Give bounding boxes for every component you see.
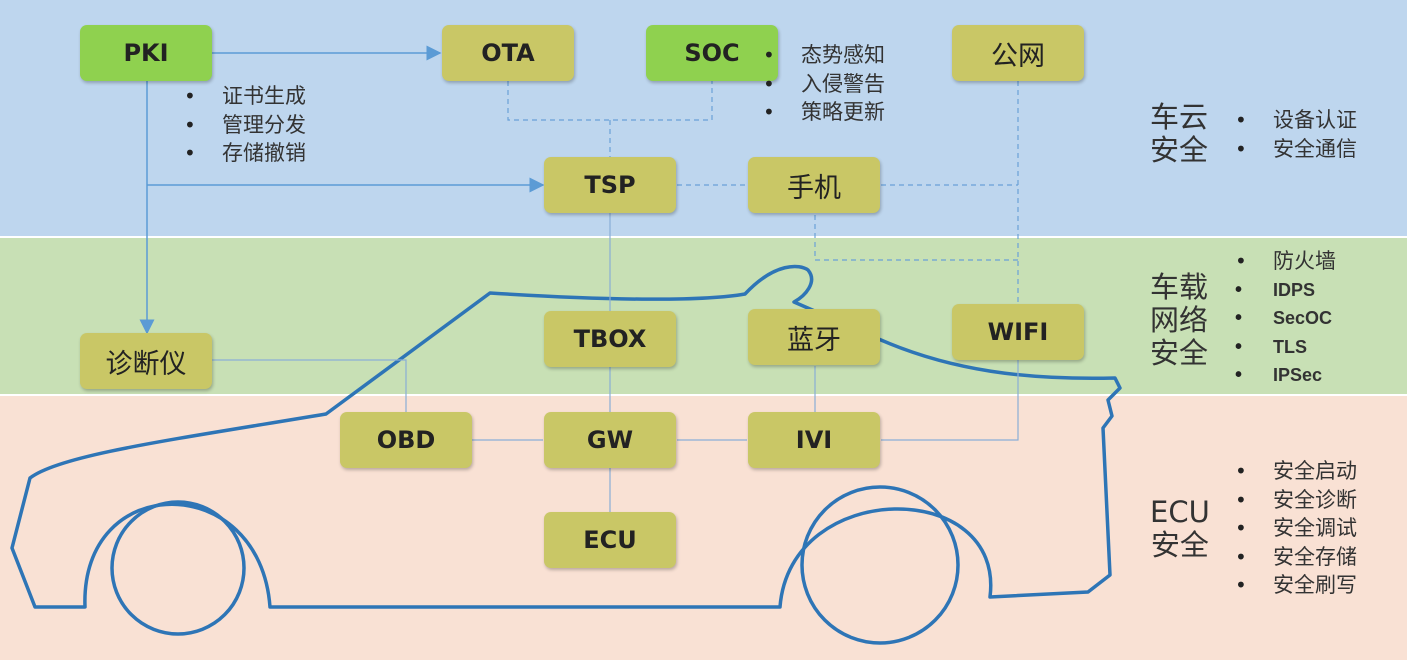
list-item: 入侵警告 bbox=[763, 70, 885, 99]
public-network-node: 公网 bbox=[952, 25, 1084, 81]
rear-wheel bbox=[110, 500, 246, 636]
ecu-security-title: ECU 安全 bbox=[1150, 495, 1210, 562]
list-item: 安全通信 bbox=[1235, 135, 1357, 164]
list-item: 证书生成 bbox=[184, 82, 306, 111]
cloud-links bbox=[507, 81, 1019, 302]
list-item: 安全启动 bbox=[1235, 457, 1357, 486]
list-item: 设备认证 bbox=[1235, 106, 1357, 135]
network-security-band bbox=[0, 238, 1407, 394]
diagnostic-tool-node: 诊断仪 bbox=[80, 333, 212, 389]
list-item: IDPS bbox=[1235, 276, 1336, 305]
phone-node: 手机 bbox=[748, 157, 880, 213]
band-divider bbox=[0, 236, 1407, 238]
list-item: IPSec bbox=[1235, 361, 1336, 390]
ivi-node: IVI bbox=[748, 412, 880, 468]
gw-node: GW bbox=[544, 412, 676, 468]
list-item: 安全存储 bbox=[1235, 543, 1357, 572]
ecu-security-list: 安全启动 安全诊断 安全调试 安全存储 安全刷写 bbox=[1235, 457, 1357, 600]
tbox-node: TBOX bbox=[544, 311, 676, 367]
ecu-node: ECU bbox=[544, 512, 676, 568]
wifi-node: WIFI bbox=[952, 304, 1084, 360]
list-item: 态势感知 bbox=[763, 41, 885, 70]
band-divider bbox=[0, 394, 1407, 396]
list-item: 防火墙 bbox=[1235, 247, 1336, 276]
list-item: 策略更新 bbox=[763, 98, 885, 127]
car-outline bbox=[10, 264, 1122, 609]
pki-node: PKI bbox=[80, 25, 212, 81]
list-item: 安全诊断 bbox=[1235, 486, 1357, 515]
pki-feature-list: 证书生成 管理分发 存储撤销 bbox=[184, 82, 306, 168]
list-item: 存储撤销 bbox=[184, 139, 306, 168]
network-security-title: 车载 网络 安全 bbox=[1150, 270, 1209, 370]
ota-node: OTA bbox=[442, 25, 574, 81]
soc-node: SOC bbox=[646, 25, 778, 81]
list-item: 安全刷写 bbox=[1235, 571, 1357, 600]
list-item: 管理分发 bbox=[184, 111, 306, 140]
list-item: TLS bbox=[1235, 333, 1336, 362]
soc-feature-list: 态势感知 入侵警告 策略更新 bbox=[763, 41, 885, 127]
front-wheel bbox=[800, 485, 960, 645]
list-item: SecOC bbox=[1235, 304, 1336, 333]
bluetooth-node: 蓝牙 bbox=[748, 309, 880, 365]
cloud-security-list: 设备认证 安全通信 bbox=[1235, 106, 1357, 163]
pki-arrows bbox=[139, 45, 545, 335]
vehicle-links bbox=[212, 213, 1019, 512]
network-security-list: 防火墙 IDPS SecOC TLS IPSec bbox=[1235, 247, 1336, 390]
list-item: 安全调试 bbox=[1235, 514, 1357, 543]
cloud-security-title: 车云 安全 bbox=[1150, 100, 1209, 167]
tsp-node: TSP bbox=[544, 157, 676, 213]
obd-node: OBD bbox=[340, 412, 472, 468]
